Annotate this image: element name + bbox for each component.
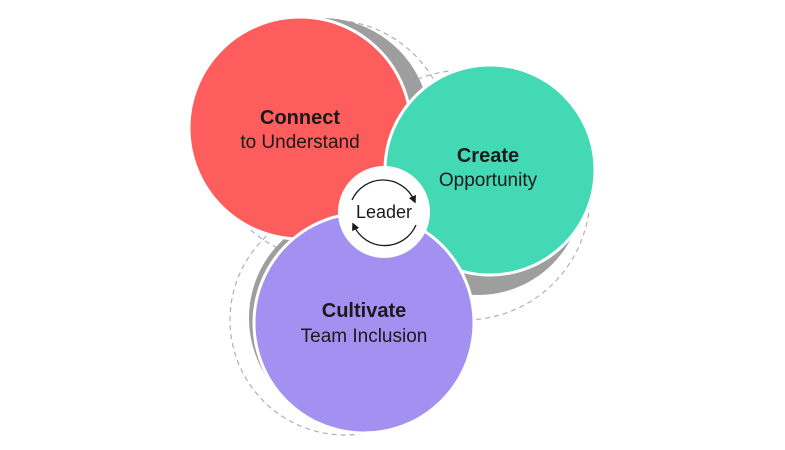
cycle-arrow-top-icon <box>351 179 416 204</box>
create-title: Create <box>457 145 519 167</box>
create-subtitle: Opportunity <box>439 170 538 191</box>
connect-title: Connect <box>260 107 340 129</box>
cycle-arrow-bottom-icon <box>352 222 417 247</box>
cultivate-subtitle: Team Inclusion <box>301 326 428 347</box>
cultivate-title: Cultivate <box>322 300 406 322</box>
leader-badge: Leader <box>338 166 430 258</box>
connect-subtitle: to Understand <box>240 132 359 153</box>
leader-label: Leader <box>356 202 412 222</box>
